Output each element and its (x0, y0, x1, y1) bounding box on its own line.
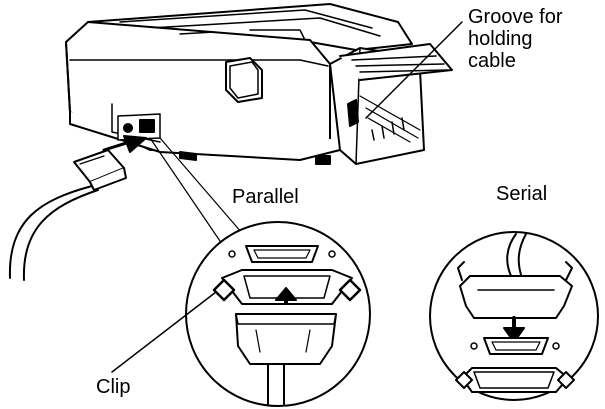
groove-label-line-1: Groove for (468, 6, 563, 28)
groove-label-line-3: cable (468, 50, 516, 72)
parallel-detail-circle (185, 221, 371, 407)
groove-leader-line (365, 21, 463, 119)
printer-illustration (65, 3, 453, 165)
zoom-leader-lines (149, 137, 249, 245)
cable-plug-illustration (8, 135, 147, 281)
clip-leader-line (111, 291, 217, 373)
parallel-label: Parallel (232, 186, 299, 208)
groove-label-line-2: holding (468, 28, 533, 50)
clip-label: Clip (96, 376, 131, 398)
serial-detail-circle (429, 231, 599, 401)
groove-label: Groove for holding cable (468, 6, 603, 72)
serial-label: Serial (496, 183, 548, 205)
